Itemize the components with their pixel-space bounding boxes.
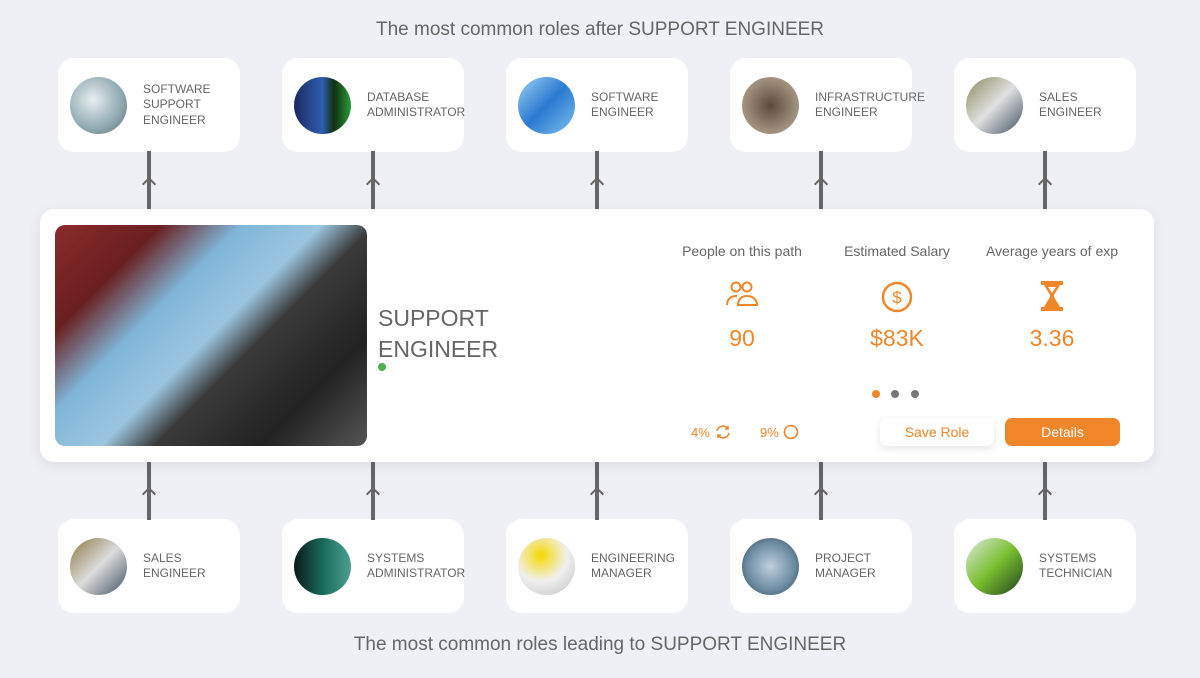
role-label: INFRASTRUCTURE ENGINEER [815,89,925,120]
connector-line [371,151,375,209]
arrow-up-icon [1037,176,1053,192]
role-avatar [742,537,799,595]
arrow-up-icon [589,176,605,192]
hourglass-icon [972,281,1132,315]
circle-metric-value: 9% [760,424,779,440]
connector-line [819,151,823,209]
next-roles-heading: The most common roles after SUPPORT ENGI… [375,19,825,40]
previous-role-card[interactable]: SALES ENGINEER [58,519,240,613]
role-avatar [294,537,351,595]
details-button[interactable]: Details [1005,418,1120,446]
role-label: PROJECT MANAGER [815,550,876,581]
stat-people: People on this path 90 [662,243,822,352]
carousel-dot-1[interactable] [872,390,880,398]
role-avatar [742,76,799,134]
connector-line [147,462,151,520]
connector-line [147,151,151,209]
refresh-metric-value: 4% [691,424,710,440]
people-icon [662,281,822,315]
arrow-up-icon [141,486,157,502]
circle-metric: 9% [760,424,799,440]
circle-icon [783,424,799,440]
stat-value: 3.36 [1029,325,1075,351]
role-label: SOFTWARE SUPPORT ENGINEER [143,81,211,127]
stat-experience: Average years of exp 3.36 [972,243,1132,352]
role-avatar [966,76,1023,134]
stat-label: Estimated Salary [844,243,950,259]
connector-line [1043,462,1047,520]
carousel-dot-2[interactable] [891,390,899,398]
carousel-dot-3[interactable] [911,390,919,398]
arrow-up-icon [141,176,157,192]
arrow-up-icon [1037,486,1053,502]
role-title: SUPPORT ENGINEER [378,305,499,362]
role-label: ENGINEERING MANAGER [591,550,676,581]
role-label: SALES ENGINEER [143,550,206,581]
next-role-card[interactable]: SALES ENGINEER [954,58,1136,152]
save-role-button[interactable]: Save Role [880,418,994,446]
role-avatar [518,537,575,595]
arrow-up-icon [813,176,829,192]
role-avatar [70,537,127,595]
next-role-card[interactable]: SOFTWARE SUPPORT ENGINEER [58,58,240,152]
role-label: SYSTEMS TECHNICIAN [1039,550,1113,581]
dollar-icon: $ [817,281,977,315]
previous-role-card[interactable]: ENGINEERING MANAGER [506,519,688,613]
role-photo [55,225,367,446]
role-avatar [70,76,127,134]
connector-line [595,462,599,520]
arrow-up-icon [813,486,829,502]
role-avatar [518,76,575,134]
role-label: SYSTEMS ADMINISTRATOR [367,550,466,581]
refresh-icon [716,425,730,439]
arrow-up-icon [365,176,381,192]
arrow-up-icon [365,486,381,502]
role-avatar [294,76,351,134]
next-role-card[interactable]: SOFTWARE ENGINEER [506,58,688,152]
arrow-up-icon [589,486,605,502]
connector-line [371,462,375,520]
connector-line [819,462,823,520]
previous-role-card[interactable]: PROJECT MANAGER [730,519,912,613]
refresh-metric: 4% [691,424,732,440]
stat-value: 90 [729,325,755,351]
connector-line [595,151,599,209]
svg-text:$: $ [892,288,902,307]
connector-line [1043,151,1047,209]
stat-label: Average years of exp [985,243,1119,259]
status-indicator [378,363,386,371]
stat-label: People on this path [682,243,802,259]
stat-value: $83K [870,325,924,351]
previous-role-card[interactable]: SYSTEMS ADMINISTRATOR [282,519,466,613]
role-label: SALES ENGINEER [1039,89,1102,120]
stat-salary: Estimated Salary $ $83K [817,243,977,352]
role-avatar [966,537,1023,595]
previous-role-card[interactable]: SYSTEMS TECHNICIAN [954,519,1136,613]
next-role-card[interactable]: INFRASTRUCTURE ENGINEER [730,58,925,152]
current-role-card: SUPPORT ENGINEER People on this path 90 … [40,209,1154,462]
role-label: DATABASE ADMINISTRATOR [367,89,466,120]
role-label: SOFTWARE ENGINEER [591,89,659,120]
previous-roles-heading: The most common roles leading to SUPPORT… [353,634,847,655]
next-role-card[interactable]: DATABASE ADMINISTRATOR [282,58,466,152]
